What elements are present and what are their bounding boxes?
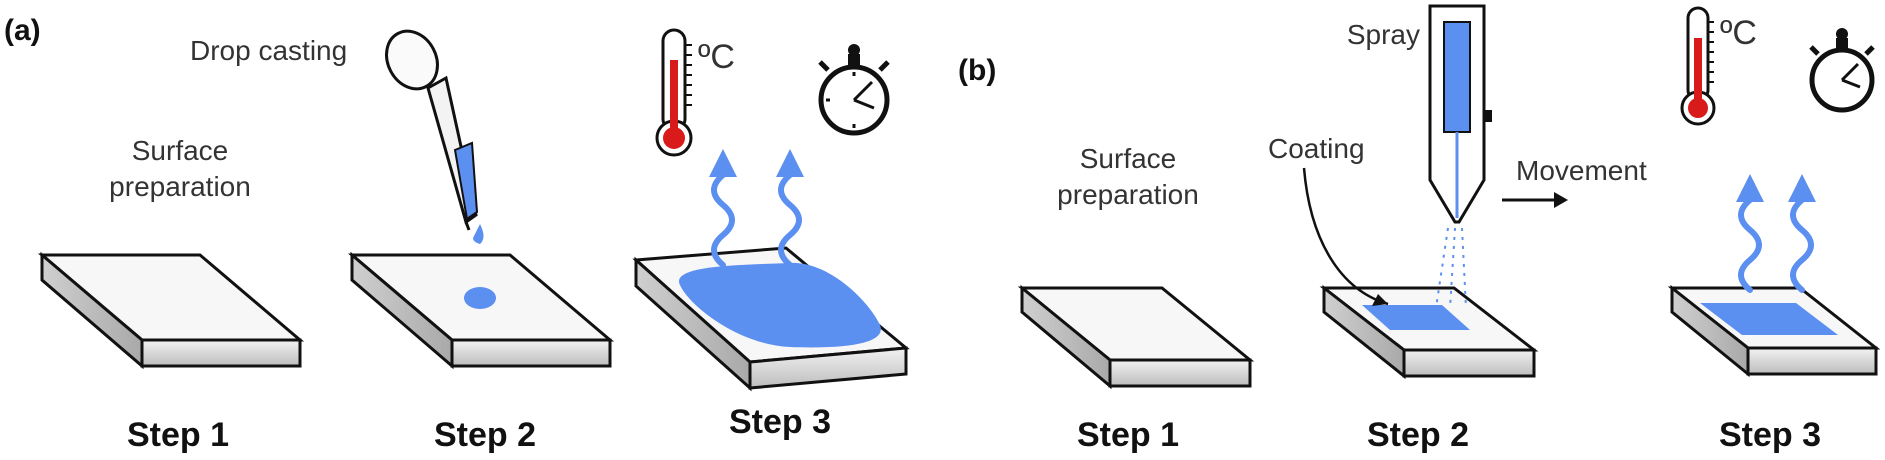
panel-b-coating-pointer: [1302, 167, 1389, 306]
panel-b-surface-label-line2: preparation: [1057, 179, 1199, 210]
panel-b-movement-label: Movement: [1516, 155, 1647, 186]
panel-a-falling-drop: [473, 224, 484, 244]
panel-a-droplet-on-surface: [464, 287, 496, 309]
stopwatch-icon-b: [1809, 28, 1875, 113]
panel-a-coating-film: [679, 262, 881, 348]
panel-b-step1-label: Step 1: [1077, 416, 1179, 454]
panel-a-step1-label: Step 1: [127, 416, 229, 454]
pipette-icon: [385, 29, 479, 231]
panel-b-surface-label-line1: Surface: [1080, 143, 1177, 174]
panel-a-step1-substrate: [37, 251, 305, 370]
panel-b-heat-arrow-right: [1788, 174, 1816, 290]
panel-a-step2-label: Step 2: [434, 416, 536, 454]
panel-a-step2-substrate: [347, 251, 615, 370]
panel-b-temperature-unit: ºC: [1720, 14, 1757, 52]
panel-b-step2-label: Step 2: [1367, 416, 1469, 454]
panel-b-step2-substrate: [1319, 284, 1539, 380]
panel-b-spray-label: Spray: [1347, 19, 1420, 50]
panel-b-movement-arrow: [1502, 192, 1568, 208]
panel-a-heat-arrow-left: [709, 149, 737, 265]
stopwatch-icon: [818, 44, 890, 136]
panel-a-letter: (a): [4, 14, 41, 47]
panel-a-surface-label-line1: Surface: [132, 135, 229, 166]
thermometer-icon-b: [1680, 6, 1716, 126]
panel-a-heat-arrow-right: [776, 149, 804, 265]
panel-b-coating-label: Coating: [1268, 133, 1365, 164]
panel-b-step3-label: Step 3: [1719, 416, 1821, 454]
panel-b-heat-arrow-left: [1736, 174, 1764, 290]
panel-a-step3-label: Step 3: [729, 403, 831, 441]
panel-b-coating-strip: [1362, 305, 1470, 330]
panel-a-temperature-unit: ºC: [698, 38, 735, 76]
panel-a-drop-casting-label: Drop casting: [190, 35, 347, 66]
panel-a-surface-label-line2: preparation: [109, 171, 251, 202]
panel-b-step1-substrate: [1017, 284, 1255, 390]
panel-b-coating-pointer-head: [1372, 294, 1388, 306]
spray-gun-icon: [1428, 4, 1492, 224]
panel-b-coating-film: [1700, 303, 1838, 335]
thermometer-icon: [655, 28, 693, 157]
panel-b-letter: (b): [958, 54, 996, 87]
